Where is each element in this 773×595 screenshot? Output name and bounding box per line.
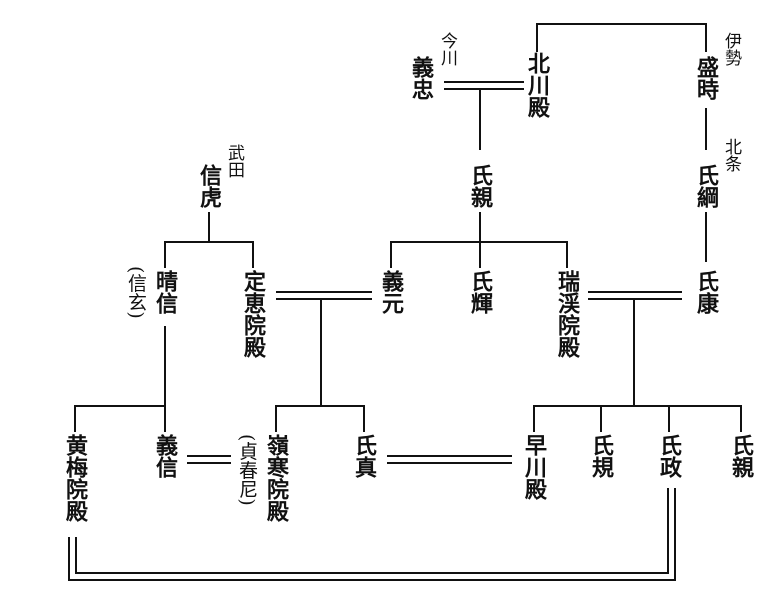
person-ujimasa: 氏政 xyxy=(656,434,682,478)
person-harunobu: 晴信 xyxy=(152,270,178,314)
person-ujitsuna: 氏綱 xyxy=(693,164,719,208)
person-ujiteru: 氏輝 xyxy=(467,270,493,314)
person-ujizane: 氏真 xyxy=(351,434,377,478)
bracket-yoshimoto-children xyxy=(275,405,365,432)
person-obaiin: 黄梅院殿 xyxy=(62,434,88,522)
person-yoshimoto: 義元 xyxy=(378,270,404,314)
clan-label-takeda: 武田 xyxy=(224,144,244,178)
clan-label-ise: 伊勢 xyxy=(721,32,741,66)
line-moritoki-kitagawa xyxy=(536,23,707,52)
person-ujiyasu: 氏康 xyxy=(693,270,719,314)
clan-label-hojo: 北条 xyxy=(721,138,741,172)
clan-label-imagawa: 今川 xyxy=(437,32,457,66)
person-reishoin: 嶺寒院殿 xyxy=(263,434,289,522)
bracket-ujiyasu-children xyxy=(533,405,742,432)
person-moritoki: 盛時 xyxy=(693,56,719,100)
bracket-nobutora-children xyxy=(164,241,254,268)
person-joekein: 定恵院殿 xyxy=(240,270,266,358)
marriage-obaiin-ujimasa-inner xyxy=(75,488,669,574)
person-yoshinobu: 義信 xyxy=(152,434,178,478)
person-zuikeiin: 瑞渓院殿 xyxy=(554,270,580,358)
person-hayakawa-dono: 早川殿 xyxy=(521,434,547,500)
marriage-obaiin-ujimasa-outer xyxy=(68,488,676,581)
alias-shingen: (信玄) xyxy=(125,266,147,319)
alias-teishunni: (貞春尼) xyxy=(236,434,258,506)
person-yoshitada: 義忠 xyxy=(408,56,434,100)
person-nobutora: 信虎 xyxy=(196,164,222,208)
bracket-harunobu-children xyxy=(74,405,166,432)
person-kitagawa-dono: 北川殿 xyxy=(524,52,550,118)
person-ujichika: 氏親 xyxy=(467,164,493,208)
person-ujinori: 氏規 xyxy=(588,434,614,478)
person-ujichika-hojo: 氏親 xyxy=(728,434,754,478)
